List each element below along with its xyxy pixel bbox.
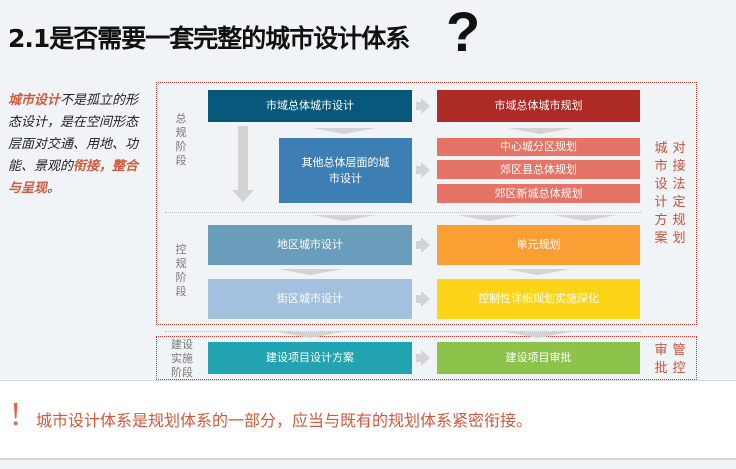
- side-label-approve-col1: 审批: [654, 343, 668, 376]
- intro-text-end: 。: [47, 181, 61, 196]
- side-label-connect-col2: 对接法定规划: [672, 141, 686, 246]
- box-project-approval: 建设项目审批: [437, 342, 640, 374]
- stage-label-master: 总规阶段: [175, 112, 187, 167]
- page-title: 2.1是否需要一套完整的城市设计体系: [8, 24, 410, 53]
- box-unit-plan: 单元规划: [437, 225, 640, 265]
- arrow-right-icon: [416, 350, 430, 366]
- arrow-right-icon: [416, 162, 430, 178]
- box-center-district-plan: 中心城分区规划: [437, 138, 640, 156]
- intro-paragraph: 城市设计不是孤立的形态设计，是在空间形态层面对交通、用地、功能、景观的衔接，整合…: [8, 90, 148, 200]
- stage-divider-1: [165, 212, 641, 213]
- arrow-down-icon: [312, 128, 376, 134]
- arrow-down-icon: [278, 332, 342, 338]
- note-text: 城市设计体系是规划体系的一部分，应当与既有的规划体系紧密衔接。: [36, 411, 533, 430]
- arrow-down-icon: [278, 269, 342, 275]
- arrow-down-icon: [312, 215, 376, 221]
- box-other-overall-design: 其他总体层面的城市设计: [279, 138, 412, 203]
- box-block-design: 街区城市设计: [208, 279, 412, 319]
- construction-frame: [156, 336, 697, 380]
- arrow-right-icon: [416, 291, 430, 307]
- box-city-overall-design: 市域总体城市设计: [208, 90, 412, 122]
- box-project-design: 建设项目设计方案: [208, 342, 412, 374]
- arrow-down-icon: [506, 269, 570, 275]
- box-suburb-county-plan: 郊区县总体规划: [437, 160, 640, 179]
- arrow-down-icon: [457, 215, 521, 221]
- stage-label-construction: 建设实施阶段: [171, 338, 193, 379]
- arrow-right-icon: [416, 98, 430, 114]
- box-suburb-newtown-plan: 郊区新城总体规划: [437, 184, 640, 203]
- arrow-down-icon: [508, 128, 572, 134]
- arrow-right-icon: [416, 237, 430, 253]
- side-label-approve-col2: 管控: [672, 343, 686, 376]
- stage-label-control: 控规阶段: [175, 243, 187, 298]
- arrow-down-icon: [553, 215, 617, 221]
- arrow-down-icon: [506, 332, 570, 338]
- box-city-overall-plan: 市域总体城市规划: [437, 90, 640, 122]
- intro-text-middle: 不是孤立的形态设计，是在空间形态层面对交通、用地、功能、景观的: [8, 93, 139, 174]
- note-panel: ! 城市设计体系是规划体系的一部分，应当与既有的规划体系紧密衔接。: [0, 380, 736, 460]
- box-district-design: 地区城市设计: [208, 225, 412, 265]
- intro-highlight-end: 衔接，整合与呈现: [8, 159, 139, 196]
- stage-divider-2: [165, 331, 641, 332]
- question-mark-icon: ?: [446, 0, 481, 63]
- box-detailed-control-plan: 控制性详细规划实施深化: [437, 279, 640, 319]
- intro-highlight-start: 城市设计: [8, 93, 61, 108]
- long-arrow-down-icon: [232, 126, 254, 204]
- side-label-connect-col1: 城市设计方案: [654, 141, 668, 246]
- exclamation-icon: !: [10, 396, 22, 433]
- planning-frame: [156, 82, 697, 325]
